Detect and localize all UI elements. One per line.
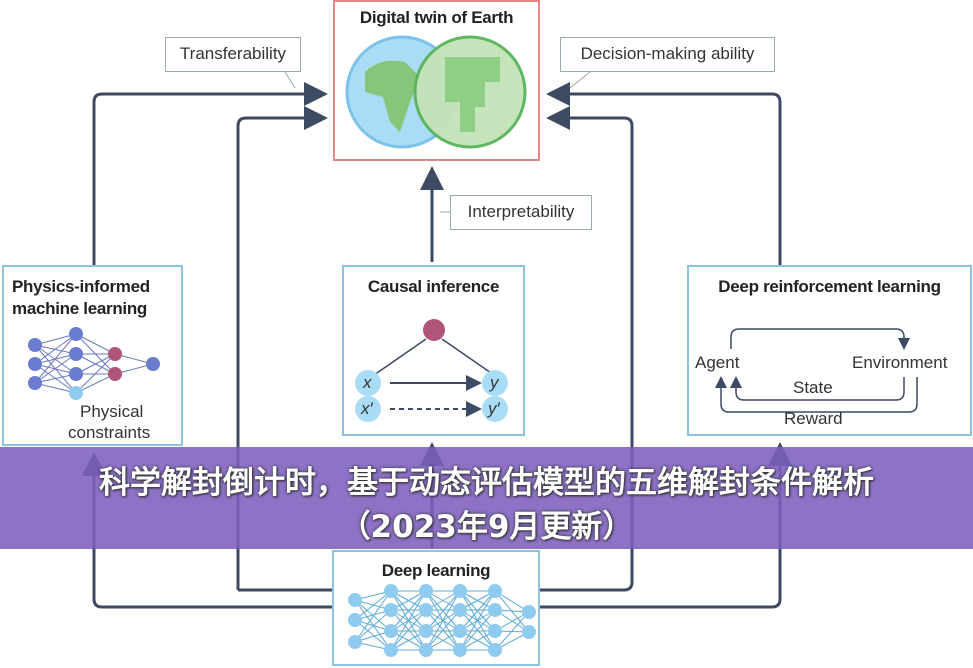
network-node: [384, 584, 398, 598]
deep-network-diagram: [348, 584, 536, 657]
drl-state-label: State: [793, 378, 833, 397]
drl-reward-label: Reward: [784, 409, 843, 428]
network-edge: [390, 590, 427, 651]
network-node: [453, 624, 467, 638]
decision-making-callout: Decision-making ability: [560, 37, 775, 72]
network-node: [146, 357, 160, 371]
digital-twin-box: Digital twin of Earth: [333, 0, 540, 161]
arrow-drl-to-twin: [546, 82, 782, 265]
network-node: [69, 367, 83, 381]
network-node: [28, 376, 42, 390]
network-node: [488, 584, 502, 598]
causal-title: Causal inference: [367, 277, 500, 296]
drl-environment-label: Environment: [852, 353, 948, 372]
network-node: [28, 357, 42, 371]
network-node: [108, 347, 122, 361]
network-node: [522, 625, 536, 639]
network-edge: [425, 590, 461, 632]
network-node: [488, 624, 502, 638]
network-node: [69, 327, 83, 341]
network-edge: [459, 590, 496, 632]
physics-title-line2: machine learning: [12, 299, 148, 318]
network-node: [69, 347, 83, 361]
headline-banner: 科学解封倒计时，基于动态评估模型的五维解封条件解析 （2023年9月更新）: [0, 447, 973, 549]
digital-twin-title: Digital twin of Earth: [359, 8, 514, 27]
network-node: [108, 367, 122, 381]
network-edge: [34, 353, 77, 384]
network-edge: [494, 611, 530, 651]
network-node: [384, 624, 398, 638]
physics-title-line1: Physics-informed: [12, 277, 150, 296]
physics-network-diagram: [28, 327, 160, 400]
interpretability-callout: Interpretability: [450, 195, 592, 230]
earth-globes-icon: [345, 35, 527, 149]
network-edge: [75, 373, 116, 394]
arrow-deep-to-drl: [540, 442, 792, 609]
network-node: [522, 605, 536, 619]
network-edge: [75, 353, 116, 375]
network-edge: [390, 609, 427, 651]
causal-node-x-prime: x′: [361, 399, 373, 418]
causal-diagram: [355, 319, 508, 422]
network-node: [419, 584, 433, 598]
transferability-callout: Transferability: [165, 37, 301, 72]
network-edge: [425, 609, 461, 651]
network-edge: [34, 382, 77, 394]
network-node: [348, 635, 362, 649]
network-edge: [354, 619, 392, 651]
physical-constraints-line2: constraints: [68, 423, 151, 442]
network-node: [453, 603, 467, 617]
physics-informed-ml-box: Physics-informed machine learning Physic…: [2, 265, 183, 446]
network-edge: [75, 353, 116, 394]
network-node: [384, 603, 398, 617]
causal-node-x: x: [363, 373, 372, 392]
network-node: [348, 613, 362, 627]
causal-node-y-prime: y′: [488, 399, 500, 418]
network-edge: [75, 333, 116, 355]
network-edge: [390, 590, 427, 632]
deep-learning-title: Deep learning: [381, 561, 491, 580]
network-node: [384, 643, 398, 657]
network-node: [453, 643, 467, 657]
network-node: [453, 584, 467, 598]
arrow-deep-to-twin-left: [236, 106, 328, 590]
network-node: [69, 386, 83, 400]
network-node: [419, 643, 433, 657]
network-node: [348, 593, 362, 607]
deep-learning-box: Deep learning: [332, 550, 540, 666]
network-node: [488, 603, 502, 617]
network-node: [28, 338, 42, 352]
headline-line1: 科学解封倒计时，基于动态评估模型的五维解封条件解析: [99, 465, 874, 501]
arrow-deep-to-physics: [82, 452, 332, 609]
causal-inference-box: Causal inference x x′ y y′: [342, 265, 525, 436]
network-edge: [354, 590, 392, 643]
network-edge: [354, 590, 392, 621]
network-edge: [459, 609, 496, 651]
network-edge: [34, 333, 77, 365]
arrow-physics-to-twin: [92, 82, 328, 265]
network-node: [419, 603, 433, 617]
arrow-deep-to-twin-right: [540, 106, 634, 592]
causal-node-y: y: [490, 373, 499, 392]
network-edge: [425, 590, 461, 651]
drl-loop-diagram: [715, 328, 918, 413]
network-edge: [354, 609, 392, 643]
network-node: [419, 624, 433, 638]
network-edge: [34, 333, 77, 346]
headline-line2: （2023年9月更新）: [339, 509, 634, 545]
drl-agent-label: Agent: [695, 353, 740, 372]
network-node: [488, 643, 502, 657]
physical-constraints-line1: Physical: [80, 402, 144, 421]
network-edge: [34, 333, 77, 384]
network-edge: [459, 590, 496, 651]
deep-reinforcement-learning-box: Deep reinforcement learning Agent Enviro…: [687, 265, 972, 436]
drl-title: Deep reinforcement learning: [718, 277, 941, 296]
